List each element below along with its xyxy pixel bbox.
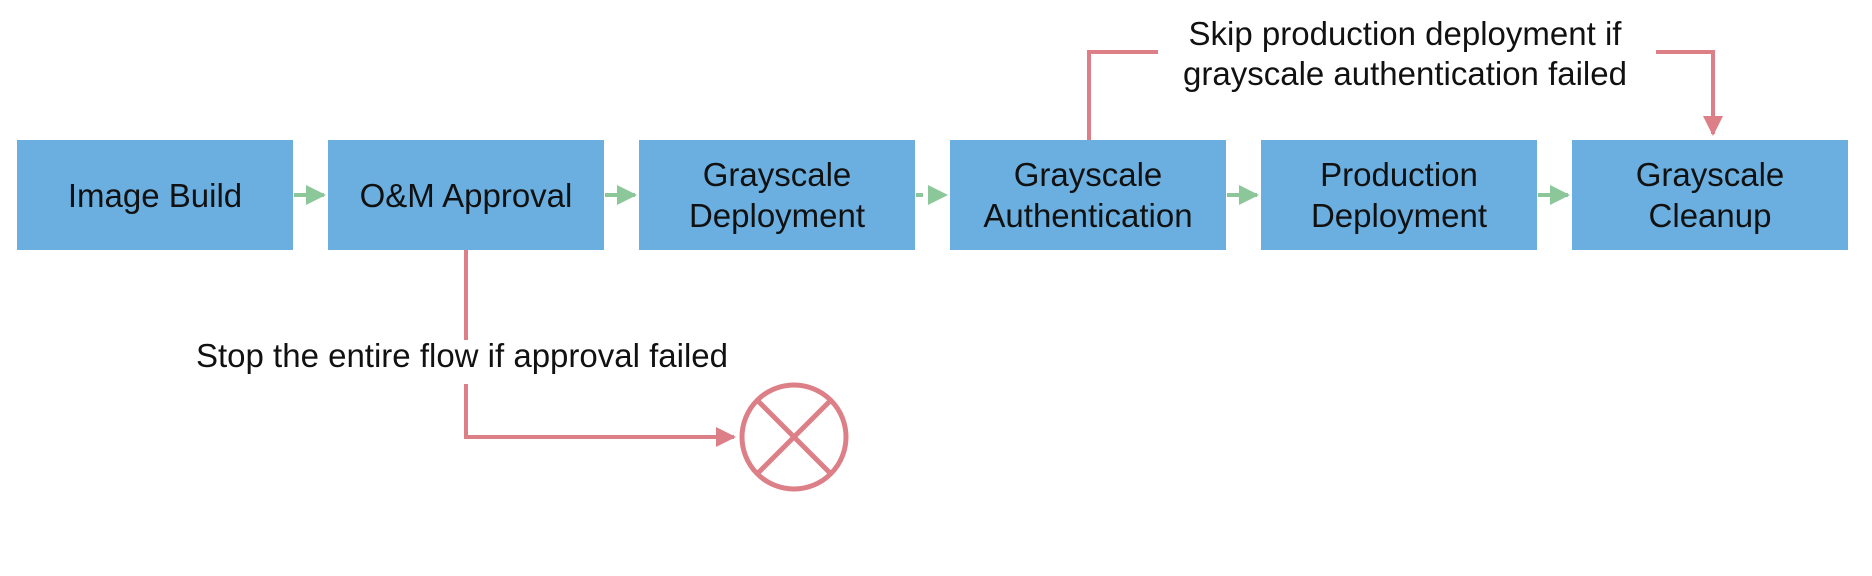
- skip-condition-note: Skip production deployment if grayscale …: [1183, 15, 1627, 92]
- stop-path-arrow: [464, 384, 736, 447]
- stage-grayscale-authentication: Grayscale Authentication: [950, 140, 1226, 250]
- stop-condition-note: Stop the entire flow if approval failed: [196, 337, 728, 374]
- stage-label: Grayscale Cleanup: [1635, 156, 1785, 234]
- stage-label: Grayscale Deployment: [688, 156, 866, 234]
- stage-label: Grayscale Authentication: [983, 156, 1193, 234]
- skip-path-left-segment: [1087, 50, 1158, 140]
- stage-image-build: Image Build: [17, 140, 293, 250]
- stage-grayscale-cleanup: Grayscale Cleanup: [1572, 140, 1848, 250]
- stage-grayscale-deployment: Grayscale Deployment: [639, 140, 915, 250]
- circle-x-icon: [739, 382, 849, 492]
- stage-label: Production Deployment: [1310, 156, 1488, 234]
- stage-om-approval: O&M Approval: [328, 140, 604, 250]
- stage-label: Image Build: [67, 176, 243, 214]
- skip-path-arrow: [1656, 50, 1723, 136]
- stage-production-deployment: Production Deployment: [1261, 140, 1537, 250]
- stage-label: O&M Approval: [359, 176, 573, 214]
